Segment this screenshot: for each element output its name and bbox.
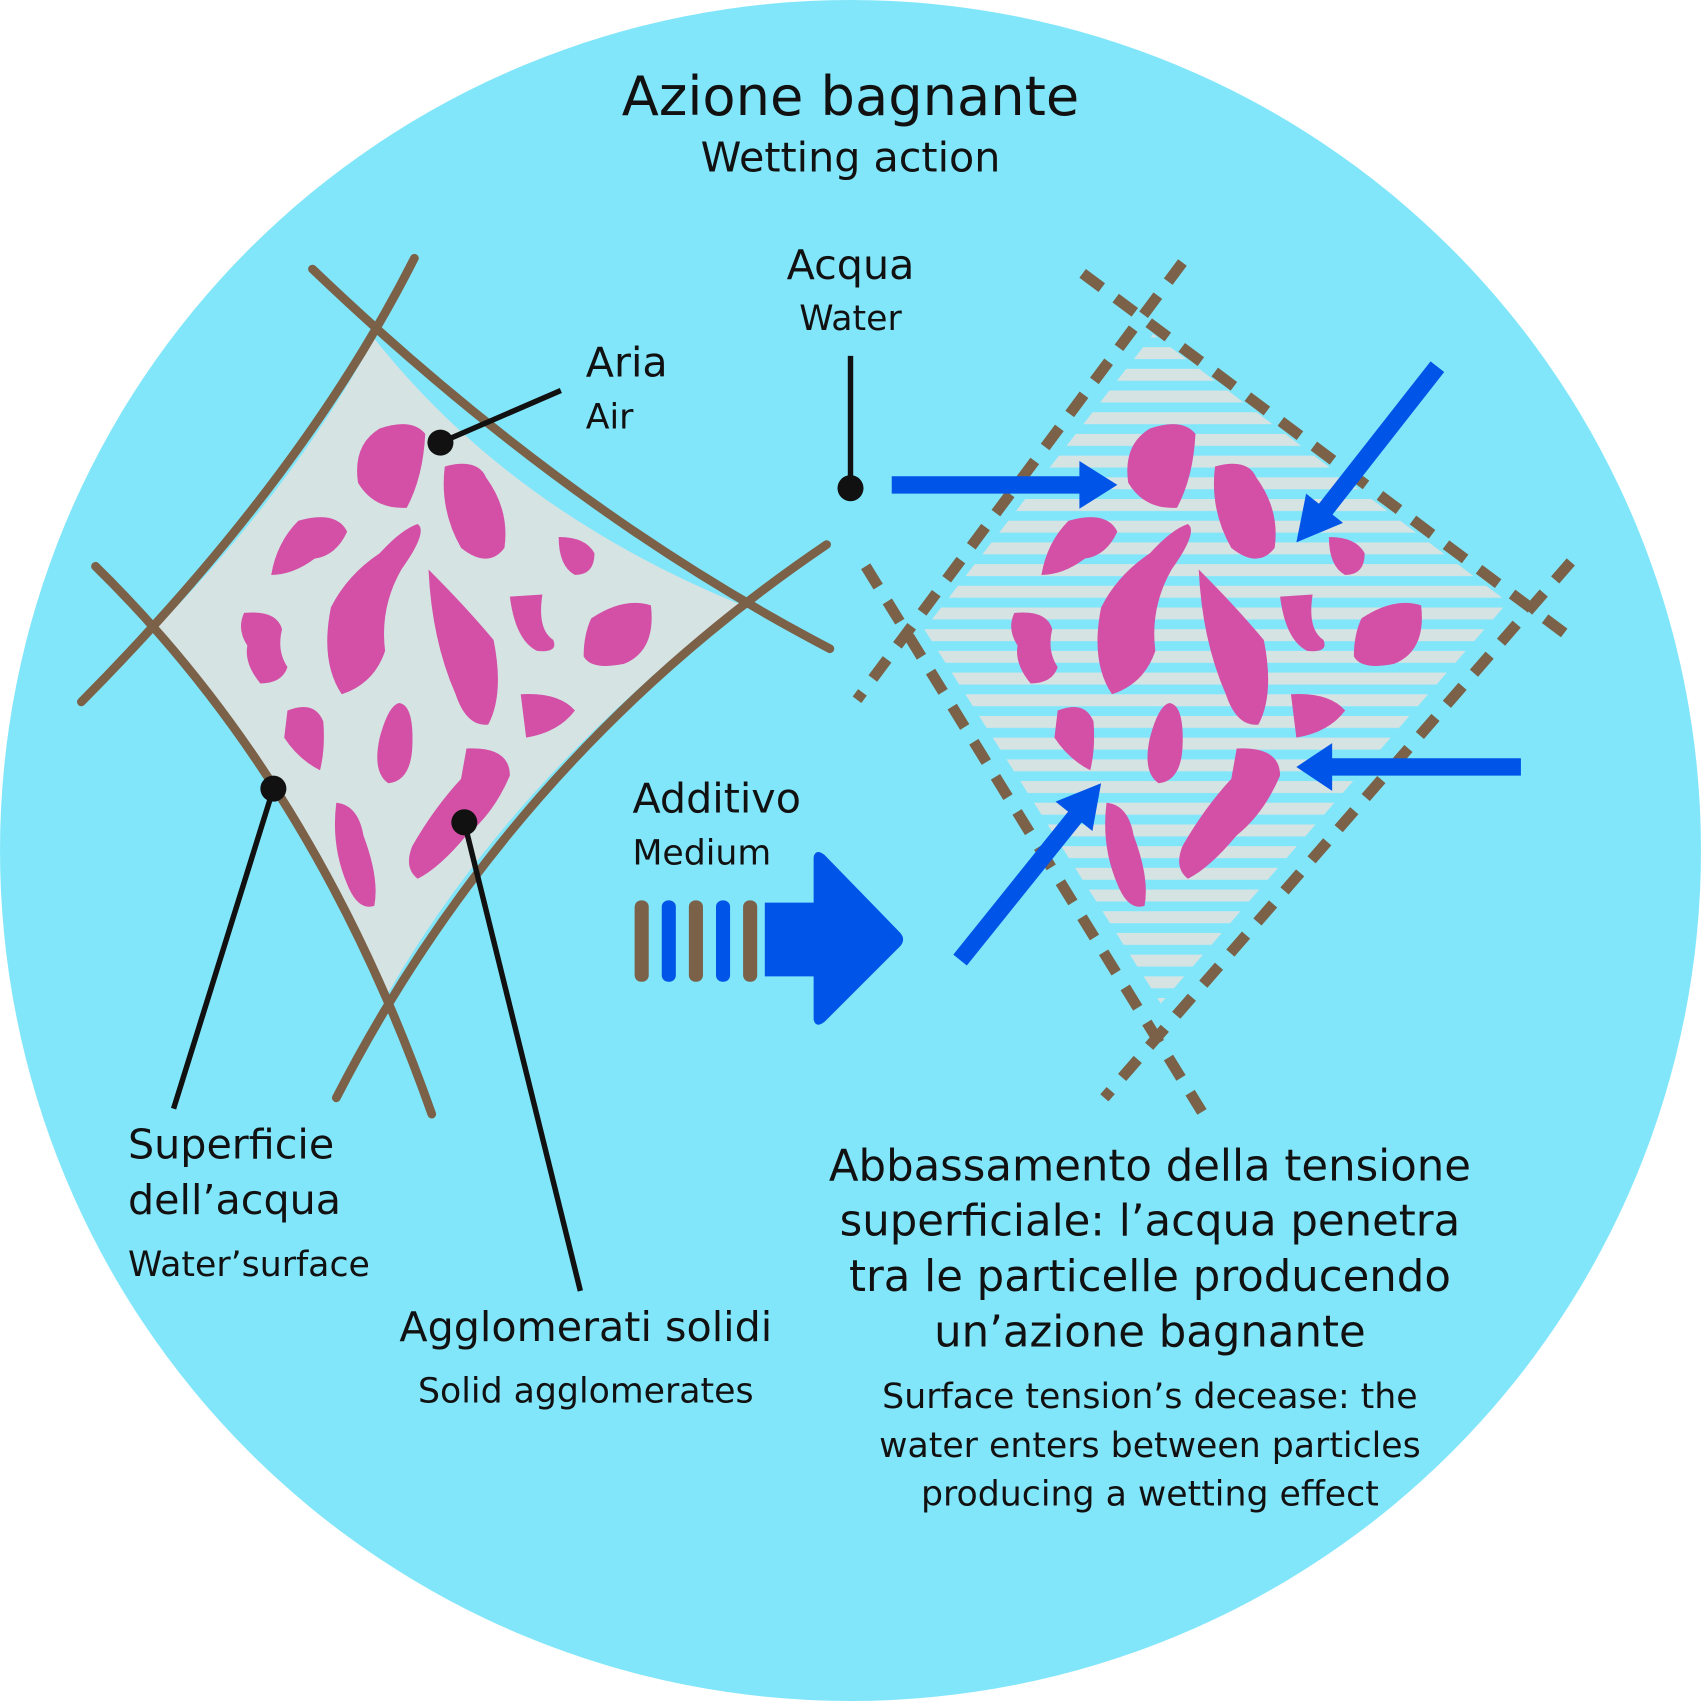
additive-arrow-icon [634, 852, 904, 1025]
title: Azione bagnante [622, 65, 1080, 128]
pointer-air [427, 388, 562, 456]
description-en: Surface tension’s decease: the water ent… [879, 1377, 1421, 1515]
subtitle: Wetting action [701, 133, 1001, 181]
water-surface-label-en: Water’surface [128, 1245, 370, 1285]
description-en-line: Surface tension’s decease: the [882, 1377, 1417, 1417]
description-it-line: Abbassamento della tensione [829, 1141, 1471, 1191]
description-en-line: producing a wetting effect [921, 1475, 1379, 1515]
air-label-it: Aria [586, 338, 668, 386]
water-surface-after [852, 259, 1575, 1115]
water-label-it: Acqua [787, 241, 915, 289]
description-it: Abbassamento della tensione superficiale… [829, 1141, 1471, 1357]
surface-line [77, 253, 419, 707]
dashed-surface-line [852, 259, 1187, 703]
description-it-line: un’azione bagnante [934, 1307, 1366, 1357]
pointer-water-surface [170, 775, 287, 1110]
arrow-down-left-icon [1296, 361, 1445, 543]
description-it-line: tra le particelle producendo [849, 1252, 1451, 1302]
agglomerates-label-en: Solid agglomerates [418, 1372, 754, 1412]
pointer-water [837, 355, 864, 502]
dashed-surface-line [1100, 558, 1575, 1102]
surface-line [331, 540, 831, 1103]
medium-label: Medium [632, 834, 771, 874]
water-surface-label-it-1: Superficie [128, 1121, 334, 1169]
dashed-surface-line [1079, 269, 1575, 643]
air-label-en: Air [586, 398, 634, 438]
description-it-line: superficiale: l’acqua penetra [840, 1197, 1461, 1247]
water-surface-label-it-2: dell’acqua [128, 1176, 341, 1224]
surface-line [308, 264, 835, 654]
pointer-solid-agglomerates [451, 809, 584, 1292]
arrow-left-icon [1296, 743, 1521, 791]
arrow-right-icon [891, 461, 1118, 509]
water-label-en: Water [799, 299, 902, 339]
agglomerates-label-it: Agglomerati solidi [399, 1303, 772, 1351]
surface-line [91, 561, 437, 1119]
description-en-line: water enters between particles [879, 1426, 1421, 1466]
additive-label: Additivo [632, 775, 800, 823]
water-surface-before [77, 253, 835, 1119]
arrow-up-right-icon [953, 783, 1102, 966]
